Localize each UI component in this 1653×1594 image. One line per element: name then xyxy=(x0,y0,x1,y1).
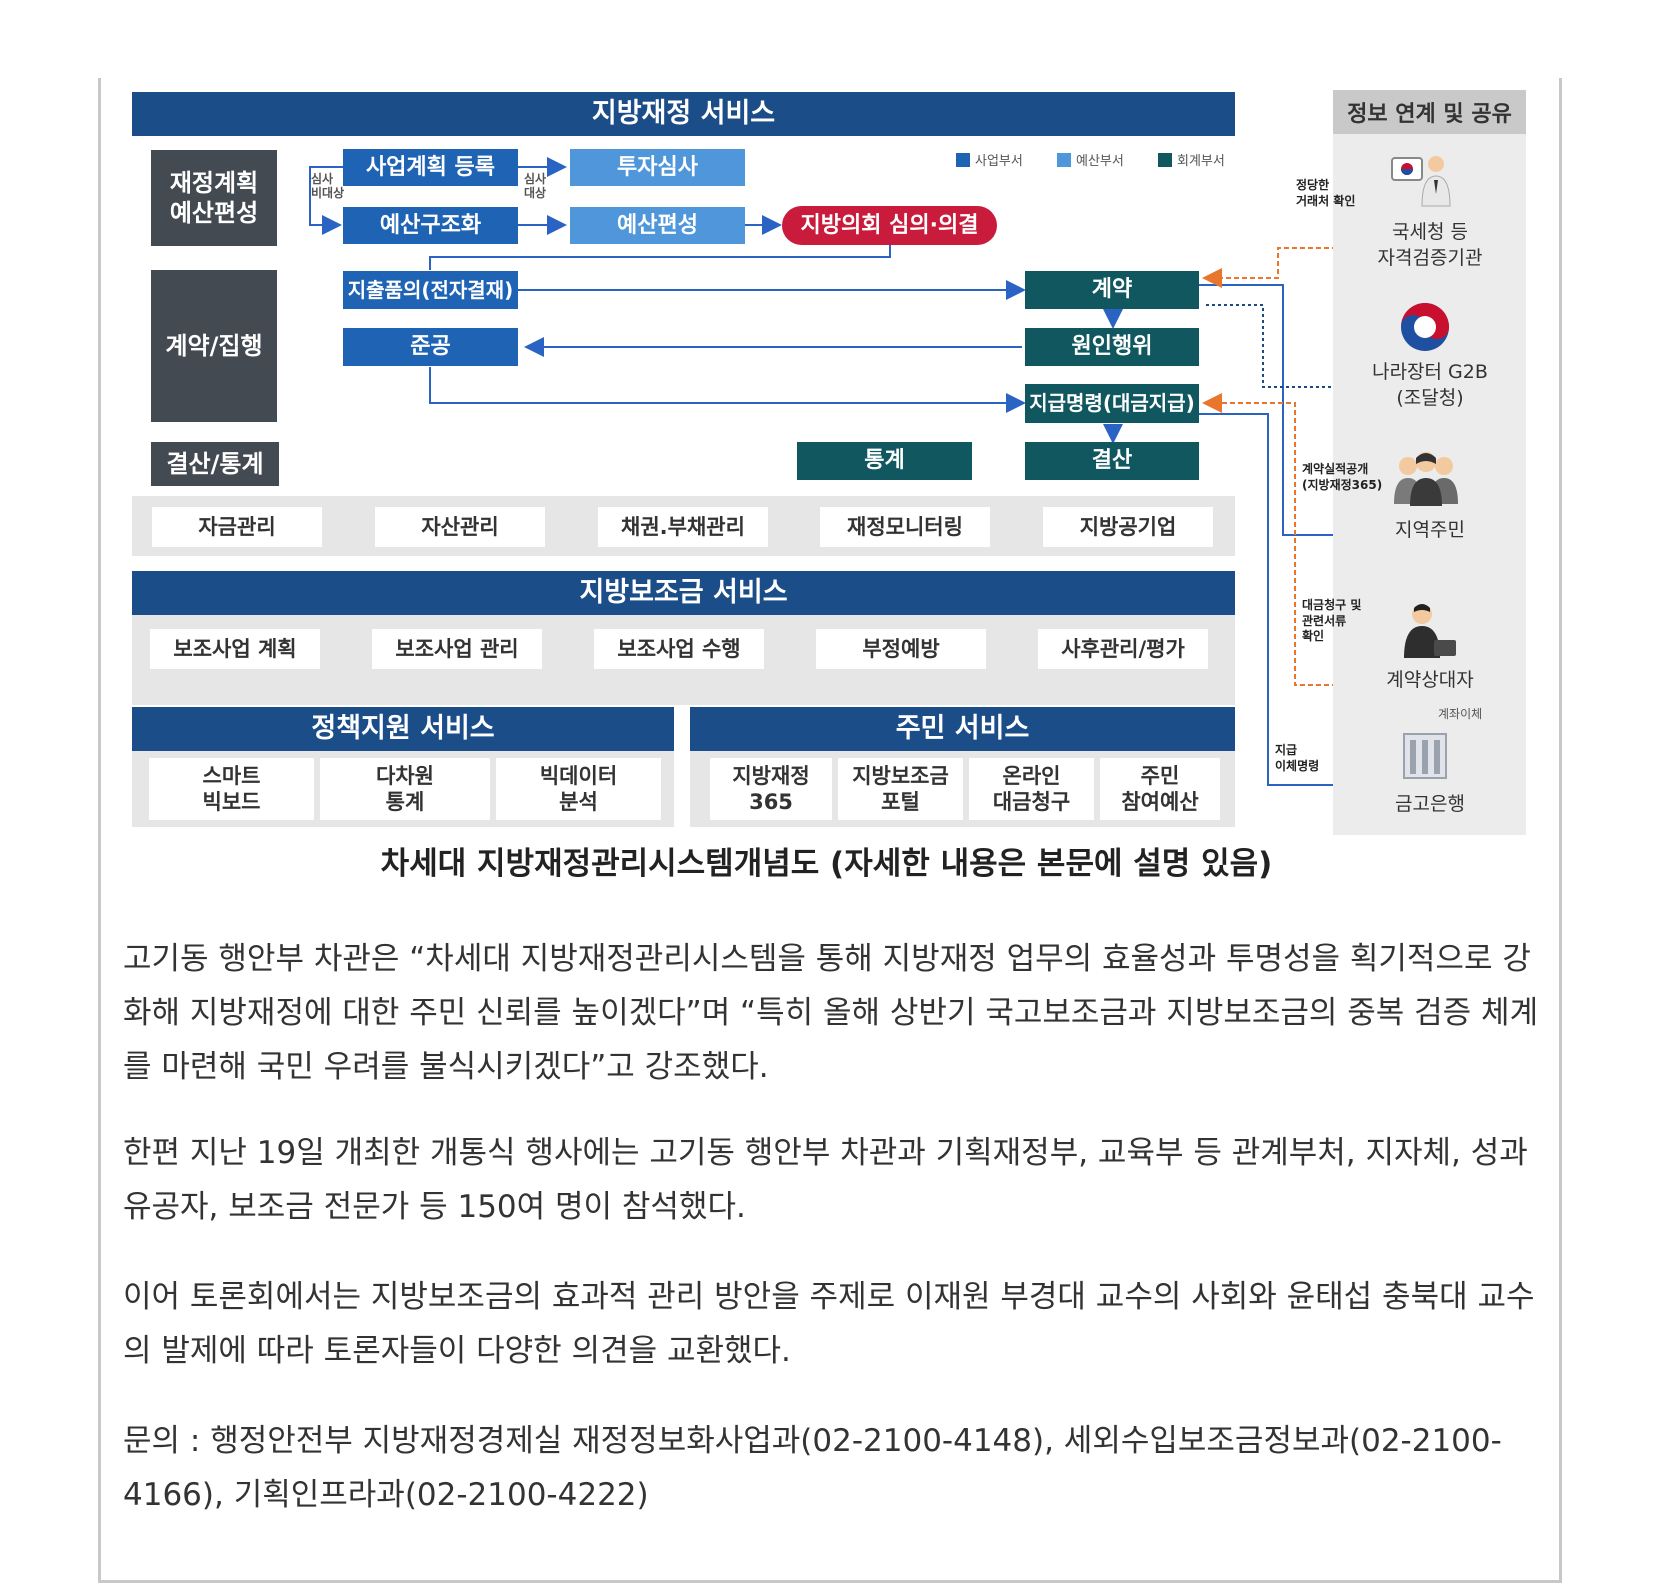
node-payment-order: 지급명령(대금지급) xyxy=(1025,384,1199,423)
entity-g2b: 나라장터 G2B (조달청) xyxy=(1372,361,1488,409)
note-review-exempt: 심사 비대상 xyxy=(311,172,345,201)
citizen-item: 지방재정 365 xyxy=(710,758,832,820)
subsidy-step: 보조사업 관리 xyxy=(372,629,542,669)
citizen-item: 주민 참여예산 xyxy=(1100,758,1220,820)
node-budget-compile: 예산편성 xyxy=(570,207,745,244)
node-cause-act: 원인행위 xyxy=(1025,328,1199,366)
subsidy-step: 보조사업 계획 xyxy=(150,629,320,669)
legend-label: 예산부서 xyxy=(1076,154,1124,169)
node-budget-restructure: 예산구조화 xyxy=(343,207,518,244)
module-item: 재정모니터링 xyxy=(820,507,990,547)
annotation-pay-order: 지급 이체명령 xyxy=(1275,743,1320,773)
node-council: 지방의회 심의·의결 xyxy=(782,206,997,245)
stage-execute: 계약/집행 xyxy=(151,270,277,422)
node-expense-request: 지출품의(전자결재) xyxy=(343,271,518,309)
annotation-claim-check: 대금청구 및 관련서류 확인 xyxy=(1302,598,1362,644)
article-frame xyxy=(98,78,1562,1583)
subsidy-title: 지방보조금 서비스 xyxy=(132,571,1235,615)
annotation-transfer: 계좌이체 xyxy=(1438,707,1483,721)
stage-settle: 결산/통계 xyxy=(151,442,279,486)
annotation-contract-disclosure: 계약실적공개 (지방재정365) xyxy=(1302,462,1383,492)
annotation-verify-vendor: 정당한 거래처 확인 xyxy=(1296,178,1356,208)
note-review-target: 심사 대상 xyxy=(524,172,547,201)
paragraph: 문의 : 행정안전부 지방재정경제실 재정정보화사업과(02-2100-4148… xyxy=(123,1423,1502,1513)
policy-title: 정책지원 서비스 xyxy=(132,707,674,751)
node-contract: 계약 xyxy=(1025,271,1199,309)
legend-swatch xyxy=(956,152,970,167)
policy-item: 다차원 통계 xyxy=(320,758,490,820)
node-settlement: 결산 xyxy=(1025,442,1199,480)
node-biz-plan: 사업계획 등록 xyxy=(343,149,518,186)
policy-item: 빅데이터 분석 xyxy=(496,758,661,820)
policy-item: 스마트 빅보드 xyxy=(149,758,314,820)
g2b-logo-icon xyxy=(1401,303,1449,351)
diagram-title: 지방재정 서비스 xyxy=(132,92,1235,136)
legend-label: 회계부서 xyxy=(1177,154,1225,169)
legend-accounting: 회계부서 xyxy=(1158,150,1225,169)
subsidy-step: 부정예방 xyxy=(816,629,986,669)
node-completion: 준공 xyxy=(343,328,518,366)
concept-diagram: 지방재정 서비스 사업부서 예산부서 회계부서 재정계획 예산편성 계약/집행 … xyxy=(132,90,1526,835)
entity-bank: 금고은행 xyxy=(1395,793,1465,815)
module-item: 자산관리 xyxy=(375,507,545,547)
citizen-item: 지방보조금 포털 xyxy=(838,758,963,820)
node-statistics: 통계 xyxy=(797,442,972,480)
entity-nts: 국세청 등 자격검증기관 xyxy=(1377,221,1483,269)
citizen-item: 온라인 대금청구 xyxy=(969,758,1094,820)
legend-budget: 예산부서 xyxy=(1057,150,1124,169)
legend-swatch xyxy=(1057,152,1071,167)
module-item: 지방공기업 xyxy=(1043,507,1213,547)
subsidy-step: 사후관리/평가 xyxy=(1038,629,1208,669)
residents-icon xyxy=(1394,452,1458,506)
citizen-title: 주민 서비스 xyxy=(690,707,1235,751)
legend-business: 사업부서 xyxy=(956,150,1023,169)
module-item: 자금관리 xyxy=(152,507,322,547)
node-invest-review: 투자심사 xyxy=(570,149,745,186)
figure-caption: 차세대 지방재정관리시스템개념도 (자세한 내용은 본문에 설명 있음) xyxy=(380,846,1273,882)
paragraph: 한편 지난 19일 개최한 개통식 행사에는 고기동 행안부 차관과 기획재정부… xyxy=(123,1135,1528,1225)
bank-building-icon xyxy=(1403,733,1447,779)
paragraph: 이어 토론회에서는 지방보조금의 효과적 관리 방안을 주제로 이재원 부경대 … xyxy=(123,1279,1535,1369)
tax-agency-icon xyxy=(1391,156,1451,207)
entity-residents: 지역주민 xyxy=(1395,519,1465,541)
legend-label: 사업부서 xyxy=(975,154,1023,169)
paragraph: 고기동 행안부 차관은 “차세대 지방재정관리시스템을 통해 지방재정 업무의 … xyxy=(123,941,1539,1085)
contractor-icon xyxy=(1404,604,1456,658)
subsidy-step: 보조사업 수행 xyxy=(594,629,764,669)
legend-swatch xyxy=(1158,152,1172,167)
entity-contractor: 계약상대자 xyxy=(1386,669,1474,691)
module-item: 채권.부채관리 xyxy=(598,507,768,547)
info-sharing-title: 정보 연계 및 공유 xyxy=(1333,90,1526,134)
stage-plan: 재정계획 예산편성 xyxy=(151,150,277,246)
